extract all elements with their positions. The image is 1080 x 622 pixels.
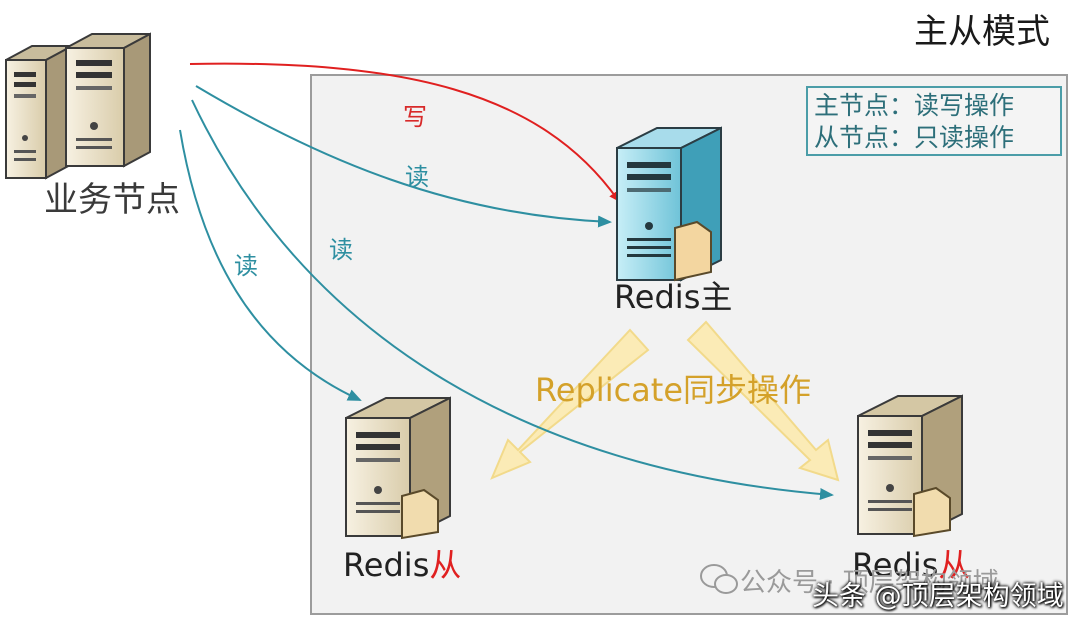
business-node-label: 业务节点 [44,180,180,220]
redis-slave-right-server-icon [857,394,963,538]
read-label-master: 读 [405,163,429,191]
slave-left-label: Redis从 [343,540,461,586]
write-arrow [189,62,620,202]
slave-right-label: Redis从 [852,540,970,586]
page-title: 主从模式 [914,12,1050,52]
slave-right-label-prefix: Redis [852,546,939,584]
replicate-arrow-left [490,328,650,480]
redis-slave-left-server-icon [345,396,451,540]
slave-right-label-suffix: 从 [938,546,971,584]
read-arrow-to-slave-left [179,129,362,401]
read-label-slave-left: 读 [234,252,258,280]
business-server-icon [5,32,151,180]
slave-left-label-prefix: Redis [343,546,430,584]
redis-master-server-icon [616,126,722,282]
legend-box: 主节点：读写操作 从节点：只读操作 [806,86,1062,156]
legend-master: 主节点：读写操作 [814,91,1015,120]
read-arrow-to-master [195,85,612,228]
read-arrow-to-slave-right [191,99,834,501]
brand-watermark: 头条 @顶层架构领域 [812,581,1064,612]
read-label-slave-right: 读 [329,236,353,264]
write-label: 写 [403,103,427,131]
wechat-icon [700,564,738,594]
document-icon [674,220,712,282]
watermark-text: 公众号 · 顶层架构领域 [740,568,999,598]
master-label: Redis主 [614,278,733,316]
replicate-arrow-right [686,320,840,482]
slave-left-label-suffix: 从 [429,546,462,584]
legend-slave: 从节点：只读操作 [814,123,1015,152]
replicate-label: Replicate同步操作 [535,371,812,409]
